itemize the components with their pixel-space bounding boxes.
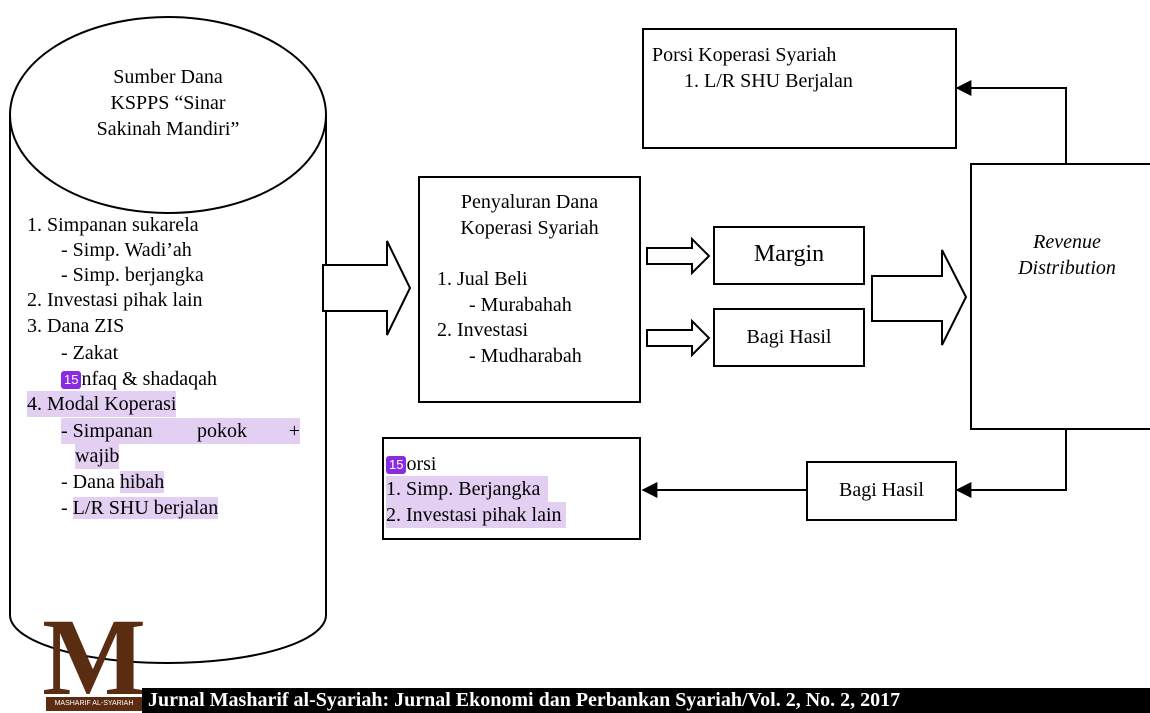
source-item: wajib	[75, 443, 120, 469]
revenue-distribution-box	[970, 163, 1150, 430]
source-item-text: - Dana	[61, 471, 120, 493]
source-item-text: nfaq & shadaqah	[81, 368, 217, 390]
source-item: 2. Investasi pihak lain	[27, 289, 203, 311]
revenue-distribution-label: Revenue Distribution	[1000, 229, 1134, 281]
distribution-box	[418, 176, 641, 403]
logo-letter: M	[42, 596, 146, 713]
distribution-item: - Mudharabah	[469, 345, 582, 367]
porsi-anggota-item: 1. Simp. Berjangka	[386, 476, 549, 502]
source-item: - Simpanan pokok +	[61, 418, 300, 444]
connector-to-porsi-koperasi	[955, 80, 1067, 164]
arrow-to-margin	[646, 236, 711, 276]
source-item: 3. Dana ZIS	[27, 315, 125, 337]
bagi-hasil-bottom-box	[806, 461, 957, 521]
source-item: - Simp. Wadi’ah	[61, 239, 192, 261]
big-arrow-to-distribution	[322, 240, 412, 336]
margin-box	[713, 226, 865, 285]
distribution-item: 1. Jual Beli	[437, 268, 528, 290]
journal-footer-text: Jurnal Masharif al-Syariah: Jurnal Ekono…	[148, 689, 901, 711]
annotation-badge: 15	[386, 456, 407, 474]
connector-to-bagi-hasil-bottom	[955, 429, 1067, 498]
source-item-text: L/R SHU berjalan	[72, 497, 219, 519]
source-item-text: - Simpanan	[61, 420, 153, 442]
source-title-line: Sakinah Mandiri”	[96, 118, 240, 140]
source-title-line: KSPPS “Sinar	[110, 92, 226, 114]
source-item: - Dana hibah	[61, 469, 165, 495]
bagi-hasil-bottom-label: Bagi Hasil	[839, 479, 924, 501]
source-title: Sumber Dana KSPPS “Sinar Sakinah Mandiri…	[68, 64, 268, 142]
distribution-item: 2. Investasi	[437, 319, 529, 341]
bagi-hasil-label: Bagi Hasil	[746, 326, 832, 348]
distribution-title-line: Koperasi Syariah	[460, 217, 599, 239]
porsi-koperasi-item: 1. L/R SHU Berjalan	[684, 70, 853, 92]
big-arrow-to-revenue	[871, 249, 968, 346]
distribution-title-line: Penyaluran Dana	[460, 191, 599, 213]
revenue-line: Revenue	[1033, 231, 1101, 253]
source-cylinder-top	[9, 16, 327, 214]
porsi-anggota-title-text: orsi	[406, 453, 437, 475]
distribution-title: Penyaluran Dana Koperasi Syariah	[421, 189, 638, 241]
source-cylinder	[9, 115, 327, 664]
source-item: 1. Simpanan sukarela	[27, 214, 199, 236]
source-item: - L/R SHU berjalan	[61, 495, 219, 521]
source-item-text: pokok	[197, 420, 247, 442]
source-item: - Simp. berjangka	[61, 264, 204, 286]
source-item-text: hibah	[119, 471, 165, 493]
revenue-line: Distribution	[1018, 257, 1116, 279]
distribution-item: - Murabahah	[469, 294, 572, 316]
logo-caption: MASHARIF AL-SYARIAH	[46, 697, 142, 711]
journal-footer: Jurnal Masharif al-Syariah: Jurnal Ekono…	[142, 688, 1150, 713]
source-item-text: +	[288, 420, 300, 442]
source-item-text: -	[61, 497, 73, 519]
margin-label: Margin	[753, 241, 825, 267]
source-item-text: 4. Modal Koperasi	[27, 393, 177, 415]
arrow-to-bagi-hasil	[646, 318, 711, 358]
annotation-badge: 15	[61, 371, 82, 389]
source-item: - Zakat	[61, 342, 119, 364]
source-item: 4. Modal Koperasi	[27, 391, 177, 417]
porsi-koperasi-box	[642, 28, 957, 149]
porsi-koperasi-title: Porsi Koperasi Syariah	[652, 44, 837, 66]
bagi-hasil-box	[713, 308, 865, 367]
source-title-line: Sumber Dana	[113, 66, 223, 88]
porsi-anggota-item: 2. Investasi pihak lain	[386, 502, 566, 528]
